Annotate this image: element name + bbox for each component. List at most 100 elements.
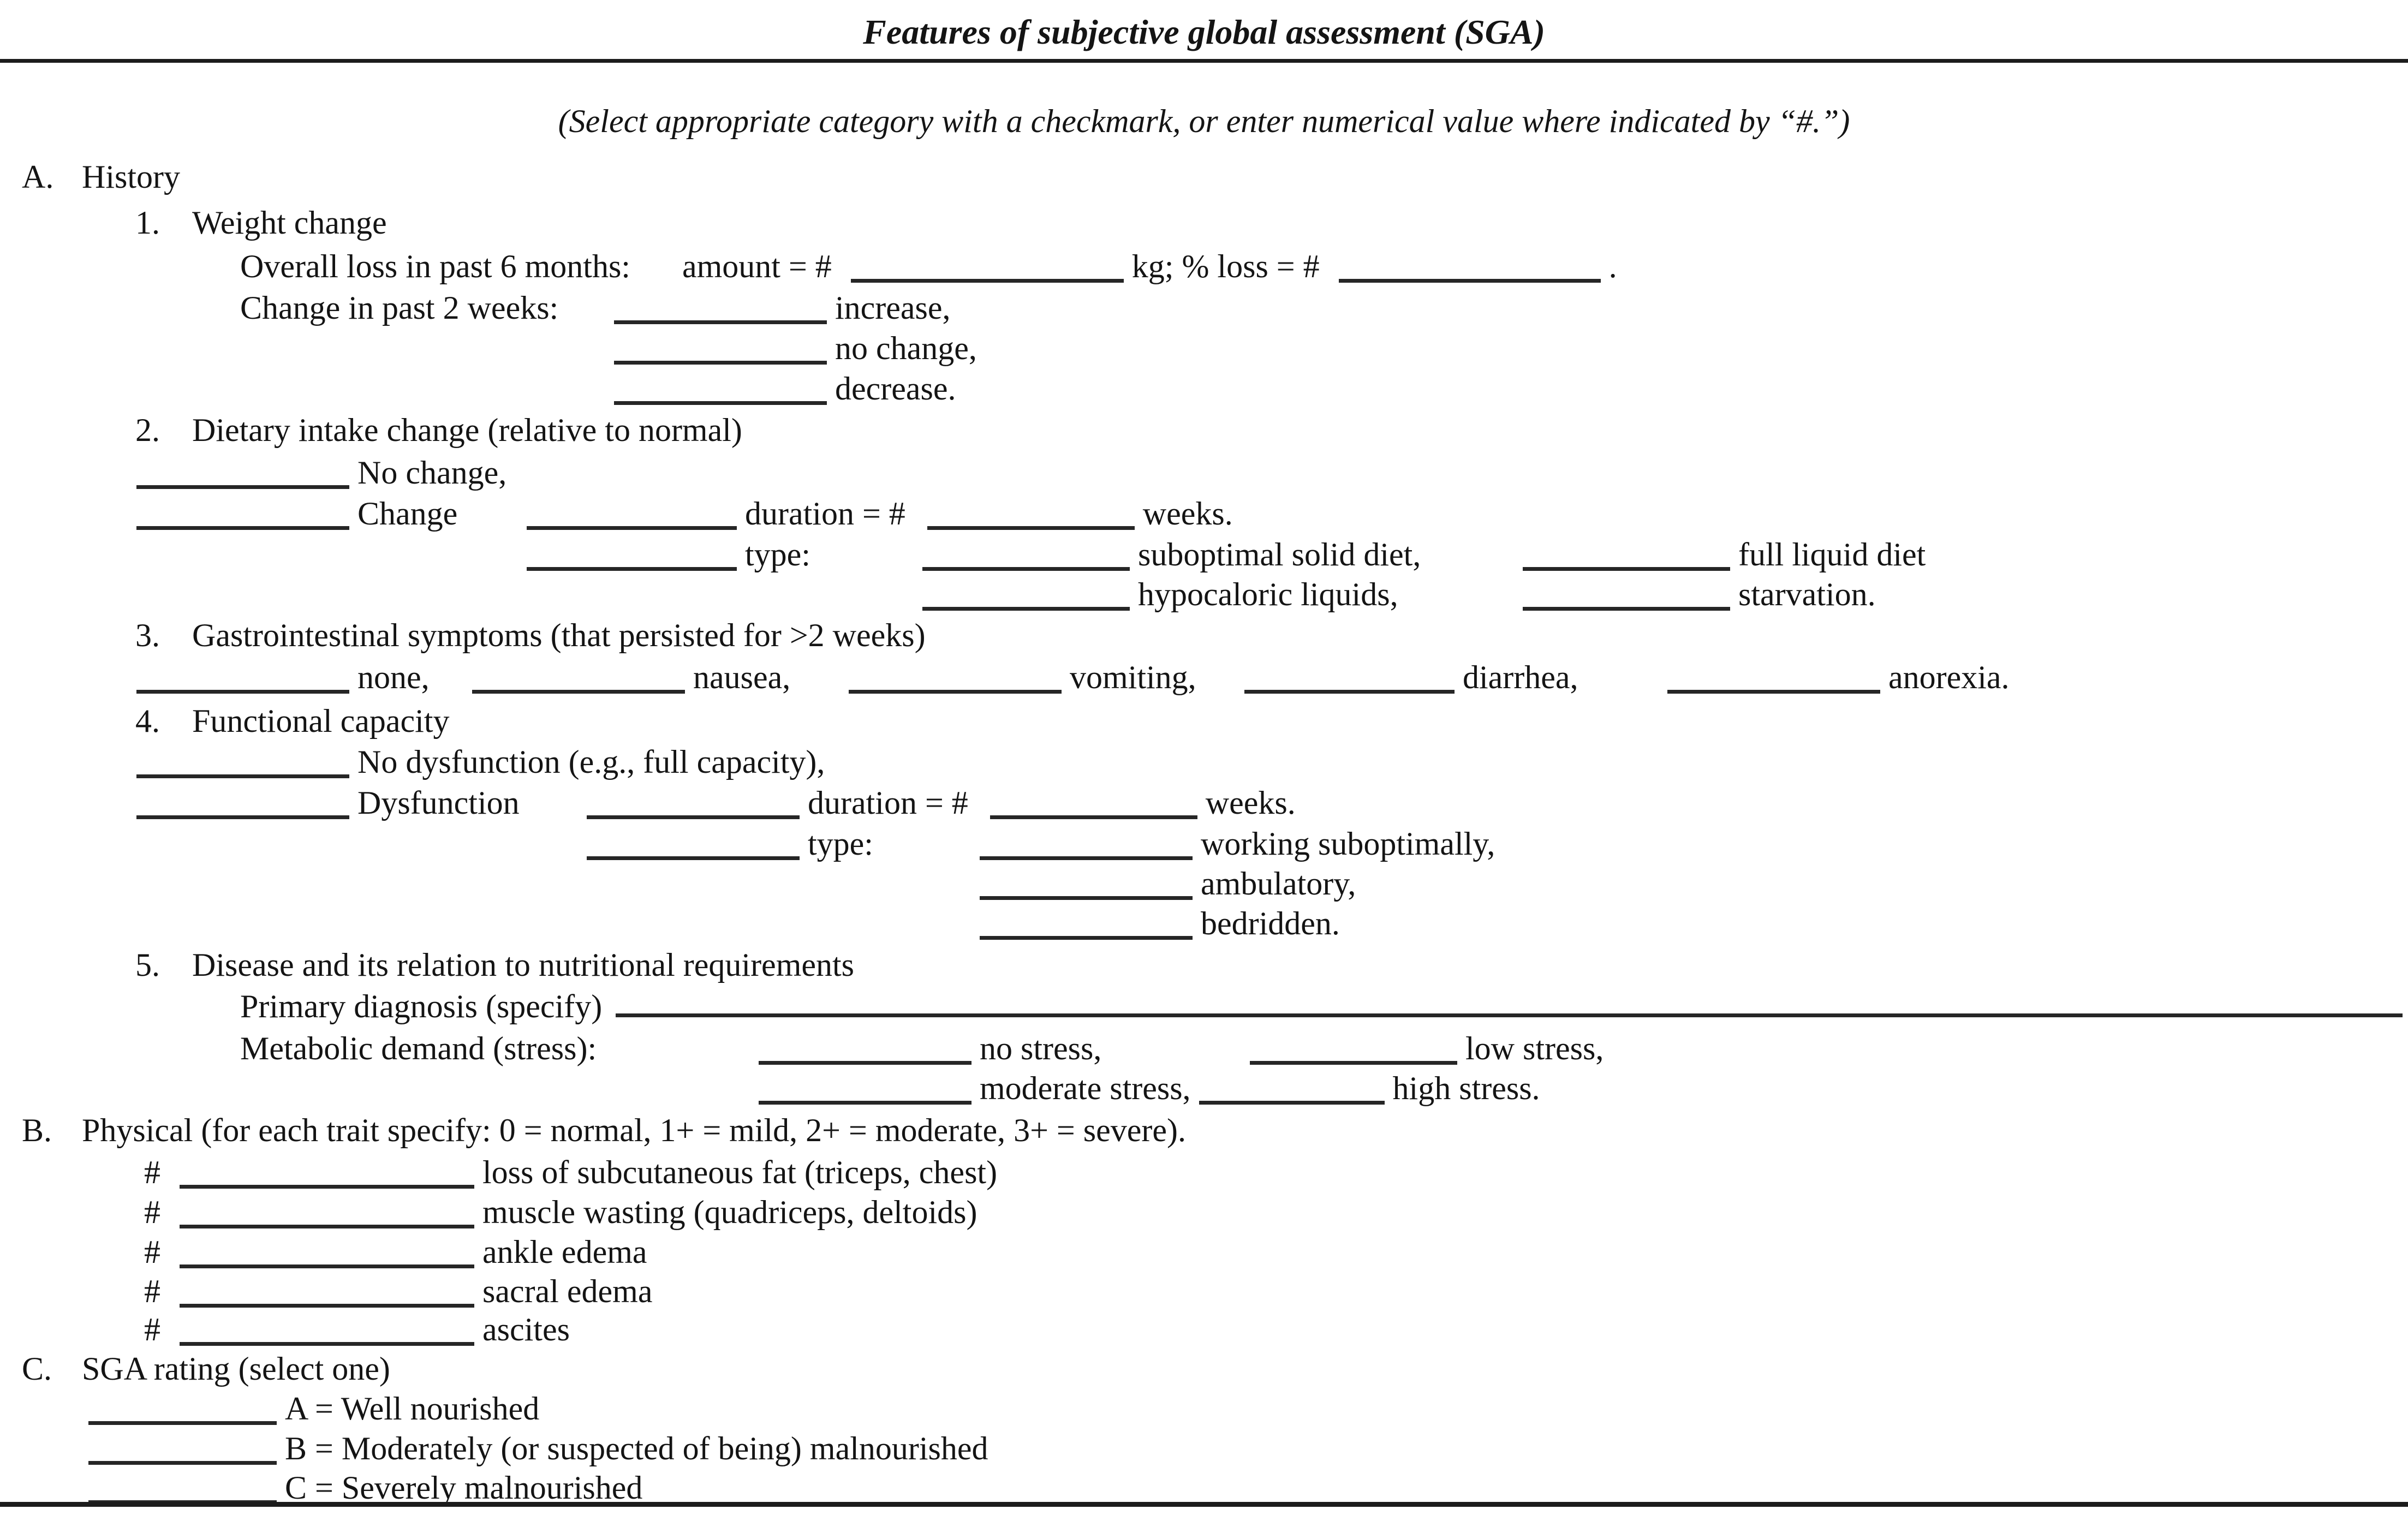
no-stress-label: no stress, [980,1030,1102,1066]
rating-b-label: B = Moderately (or suspected of being) m… [285,1430,988,1466]
gi-none-blank[interactable] [136,668,349,694]
no-change-2wk-line: no change, [0,329,2408,371]
no-change-label: no change, [835,330,977,366]
amount-label: amount = # [682,248,832,284]
physical-row-sacral: # sacral edema [0,1272,2408,1314]
ascites-label: ascites [482,1311,570,1347]
title-rule [0,59,2408,63]
primary-diagnosis-blank[interactable] [616,992,2403,1017]
ambulatory-line: ambulatory, [0,864,2408,906]
section-c-label: C. [22,1351,52,1387]
function-type-label: type: [808,826,873,862]
diet-duration-weeks-blank[interactable] [927,504,1135,530]
item3-heading: Gastrointestinal symptoms (that persiste… [192,617,926,653]
physical-row-muscle: # muscle wasting (quadriceps, deltoids) [0,1192,2408,1235]
diet-no-change-blank[interactable] [136,463,349,489]
function-type-blank[interactable] [587,834,800,860]
gi-anorexia-label: anorexia. [1888,659,2010,695]
moderate-stress-blank[interactable] [759,1079,971,1105]
item5-number: 5. [135,947,160,983]
metabolic-demand-line: Metabolic demand (stress): no stress, lo… [0,1029,2408,1071]
period-text: . [1608,248,1617,284]
item5-heading: Disease and its relation to nutritional … [192,947,855,983]
diet-no-change-line: No change, [0,453,2408,496]
full-liquid-label: full liquid diet [1738,536,1926,572]
rating-a-blank[interactable] [88,1399,277,1425]
gi-diarrhea-blank[interactable] [1244,668,1455,694]
item3-number: 3. [135,617,160,653]
gi-nausea-blank[interactable] [472,668,685,694]
fat-loss-blank[interactable] [180,1163,474,1189]
physical-row-ankle: # ankle edema [0,1232,2408,1275]
high-stress-label: high stress. [1392,1070,1540,1106]
diet-type-blank[interactable] [527,545,737,571]
ascites-blank[interactable] [180,1320,474,1346]
dysfunction-duration-blank[interactable] [587,794,800,819]
item5-header: 5. Disease and its relation to nutrition… [0,945,2408,988]
hash-symbol: # [144,1273,160,1309]
item2-number: 2. [135,412,160,448]
bedridden-line: bedridden. [0,904,2408,946]
bedridden-label: bedridden. [1201,905,1340,941]
item2-header: 2. Dietary intake change (relative to no… [0,410,2408,453]
bottom-rule [0,1502,2408,1507]
working-suboptimally-blank[interactable] [980,834,1193,860]
weight-loss-line: Overall loss in past 6 months: amount = … [0,247,2408,289]
dysfunction-blank[interactable] [136,794,349,819]
hypocaloric-label: hypocaloric liquids, [1138,576,1398,612]
percent-loss-blank[interactable] [1338,257,1601,283]
rating-b-line: B = Moderately (or suspected of being) m… [0,1429,2408,1471]
dysfunction-label: Dysfunction [357,785,520,821]
item4-header: 4. Functional capacity [0,701,2408,744]
no-change-blank[interactable] [614,339,827,365]
diet-change-line: Change duration = # weeks. [0,494,2408,536]
ankle-edema-label: ankle edema [482,1234,647,1270]
gi-vomiting-blank[interactable] [849,668,1062,694]
no-stress-blank[interactable] [759,1039,971,1065]
diet-change-label: Change [357,496,458,532]
section-a-label: A. [22,159,54,195]
function-type-line: type: working suboptimally, [0,824,2408,867]
physical-row-fat: # loss of subcutaneous fat (triceps, che… [0,1153,2408,1195]
suboptimal-diet-label: suboptimal solid diet, [1138,536,1421,572]
ankle-edema-blank[interactable] [180,1243,474,1268]
sacral-edema-label: sacral edema [482,1273,653,1309]
hash-symbol: # [144,1194,160,1230]
form-title: Features of subjective global assessment… [863,13,1545,51]
change-2wk-line: Change in past 2 weeks: increase, [0,288,2408,331]
high-stress-blank[interactable] [1199,1079,1385,1105]
rating-b-blank[interactable] [88,1439,277,1465]
gi-anorexia-blank[interactable] [1667,668,1880,694]
item4-heading: Functional capacity [192,703,450,739]
muscle-wasting-blank[interactable] [180,1203,474,1228]
hash-symbol: # [144,1154,160,1190]
dysfunction-weeks-blank[interactable] [990,794,1197,819]
diet-duration-blank[interactable] [527,504,737,530]
rating-c-blank[interactable] [88,1478,277,1504]
item3-header: 3. Gastrointestinal symptoms (that persi… [0,616,2408,658]
section-b-label: B. [22,1112,52,1148]
item4-number: 4. [135,703,160,739]
ambulatory-blank[interactable] [980,874,1193,900]
gi-diarrhea-label: diarrhea, [1463,659,1578,695]
moderate-stress-label: moderate stress, [980,1070,1191,1106]
weight-amount-blank[interactable] [850,257,1124,283]
hypocaloric-blank[interactable] [922,585,1130,611]
full-liquid-blank[interactable] [1523,545,1730,571]
suboptimal-diet-blank[interactable] [922,545,1130,571]
sacral-edema-blank[interactable] [180,1282,474,1308]
no-dysfunction-blank[interactable] [136,753,349,778]
hash-symbol: # [144,1311,160,1347]
stress-line2: moderate stress, high stress. [0,1069,2408,1111]
overall-loss-row: Overall loss in past 6 months: amount = … [240,247,1617,286]
bedridden-blank[interactable] [980,914,1193,940]
increase-blank[interactable] [614,299,827,324]
diet-change-blank[interactable] [136,504,349,530]
decrease-blank[interactable] [614,379,827,405]
low-stress-blank[interactable] [1250,1039,1457,1065]
overall-loss-label: Overall loss in past 6 months: [240,248,630,284]
section-c-header: C. SGA rating (select one) [0,1349,2408,1392]
primary-diagnosis-row: Primary diagnosis (specify) [240,987,2403,1026]
diet-type-line2: hypocaloric liquids, starvation. [0,575,2408,617]
starvation-blank[interactable] [1523,585,1730,611]
